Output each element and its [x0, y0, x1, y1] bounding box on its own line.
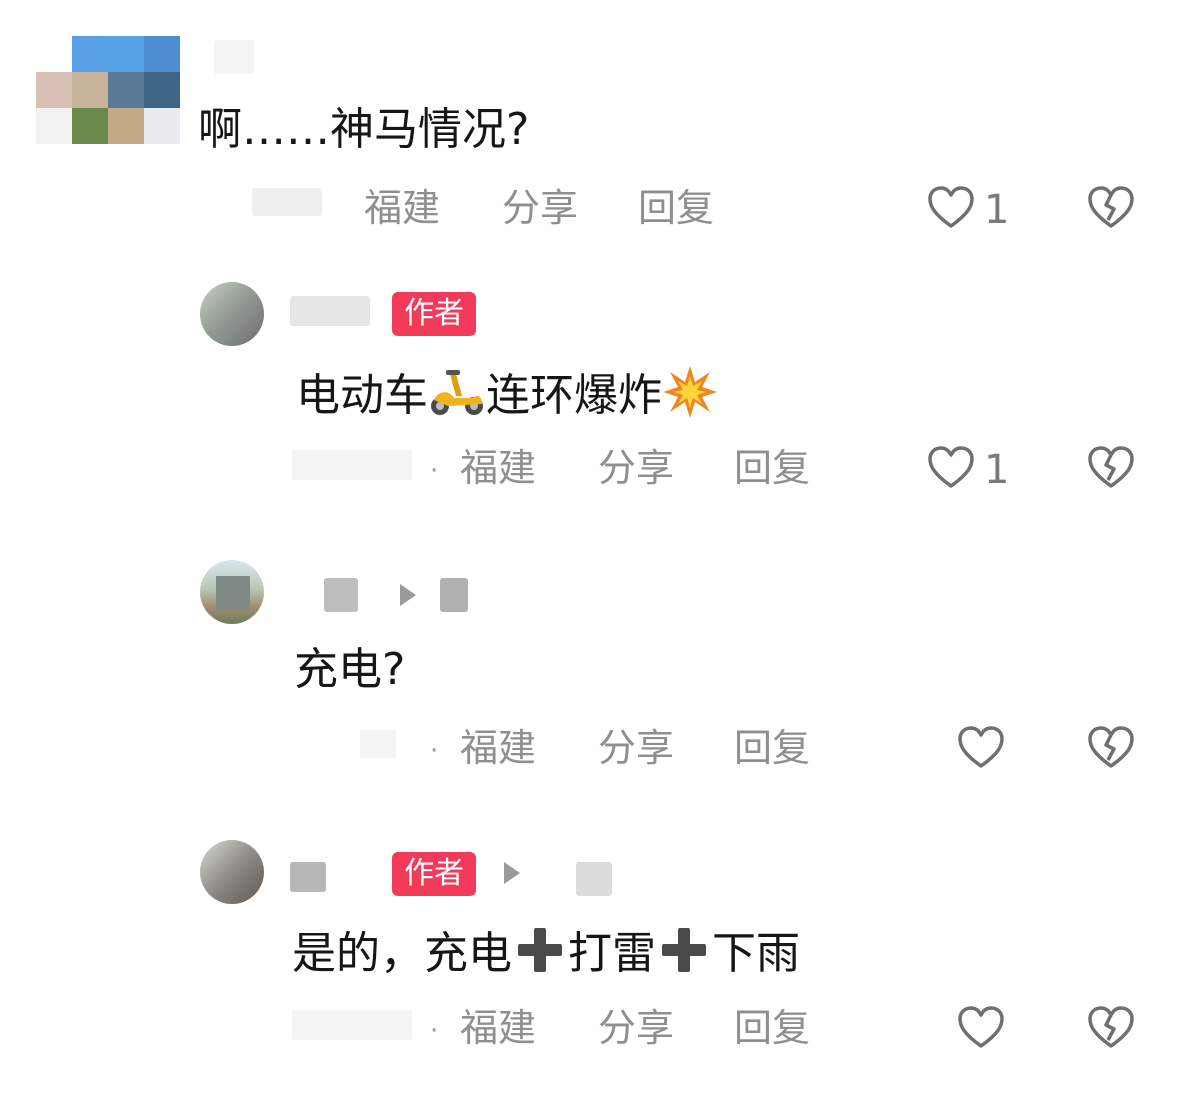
comment-text: 啊……神马情况?: [198, 104, 530, 155]
comment-text-part: 是的，充电: [292, 928, 512, 979]
location-label: 福建: [364, 186, 441, 230]
reply-button[interactable]: 回复: [638, 186, 715, 230]
broken-heart-icon: [1088, 186, 1134, 228]
comment-text-part: 连环爆炸: [486, 370, 662, 421]
heart-icon: [928, 186, 974, 228]
reply-target-blurred[interactable]: [440, 578, 468, 612]
timestamp-blurred: [360, 730, 396, 758]
broken-heart-icon: [1088, 446, 1134, 488]
collision-icon: [662, 364, 718, 432]
avatar[interactable]: [200, 840, 264, 904]
username-blurred[interactable]: [214, 40, 254, 74]
avatar-pixelated[interactable]: [36, 36, 180, 144]
dislike-button[interactable]: [1088, 726, 1134, 770]
comment-text-part: 下雨: [712, 928, 800, 979]
dislike-button[interactable]: [1088, 1006, 1134, 1050]
broken-heart-icon: [1088, 726, 1134, 768]
heavy-plus-icon: [512, 924, 568, 988]
comment-text: 是的，充电 打雷 下雨: [292, 924, 800, 988]
username-blurred[interactable]: [290, 296, 370, 326]
comment-text: 电动车 连环爆炸: [296, 364, 718, 432]
comment-text-part: 电动车: [296, 370, 428, 421]
username-blurred[interactable]: [324, 578, 358, 612]
reply-button[interactable]: 回复: [734, 726, 811, 770]
share-button[interactable]: 分享: [598, 446, 675, 490]
location-label: 福建: [460, 446, 537, 490]
username-blurred[interactable]: [290, 862, 326, 892]
location-label: 福建: [460, 726, 537, 770]
meta-separator: ·: [430, 456, 439, 486]
dislike-button[interactable]: [1088, 446, 1134, 490]
share-button[interactable]: 分享: [598, 726, 675, 770]
location-label: 福建: [460, 1006, 537, 1050]
comment-text: 充电?: [294, 644, 406, 695]
play-arrow-icon: [502, 860, 522, 886]
comment-text-part: 打雷: [568, 928, 656, 979]
like-button[interactable]: [958, 726, 1004, 770]
timestamp-blurred: [252, 188, 322, 216]
timestamp-blurred: [292, 450, 412, 480]
heart-icon: [958, 1006, 1004, 1048]
like-button[interactable]: [928, 446, 974, 490]
like-button[interactable]: [928, 186, 974, 230]
like-count: 1: [984, 447, 1010, 493]
heart-icon: [958, 726, 1004, 768]
meta-separator: ·: [430, 736, 439, 766]
meta-separator: ·: [430, 1016, 439, 1046]
like-button[interactable]: [958, 1006, 1004, 1050]
motor-scooter-icon: [428, 366, 486, 430]
like-count: 1: [984, 187, 1010, 233]
heart-icon: [928, 446, 974, 488]
reply-button[interactable]: 回复: [734, 446, 811, 490]
avatar[interactable]: [200, 560, 264, 624]
reply-button[interactable]: 回复: [734, 1006, 811, 1050]
reply-target-blurred[interactable]: [576, 862, 612, 896]
share-button[interactable]: 分享: [598, 1006, 675, 1050]
play-arrow-icon: [398, 582, 418, 608]
author-badge: 作者: [392, 292, 476, 336]
broken-heart-icon: [1088, 1006, 1134, 1048]
author-badge: 作者: [392, 852, 476, 896]
avatar[interactable]: [200, 282, 264, 346]
heavy-plus-icon: [656, 924, 712, 988]
share-button[interactable]: 分享: [502, 186, 579, 230]
timestamp-blurred: [292, 1010, 412, 1040]
dislike-button[interactable]: [1088, 186, 1134, 230]
